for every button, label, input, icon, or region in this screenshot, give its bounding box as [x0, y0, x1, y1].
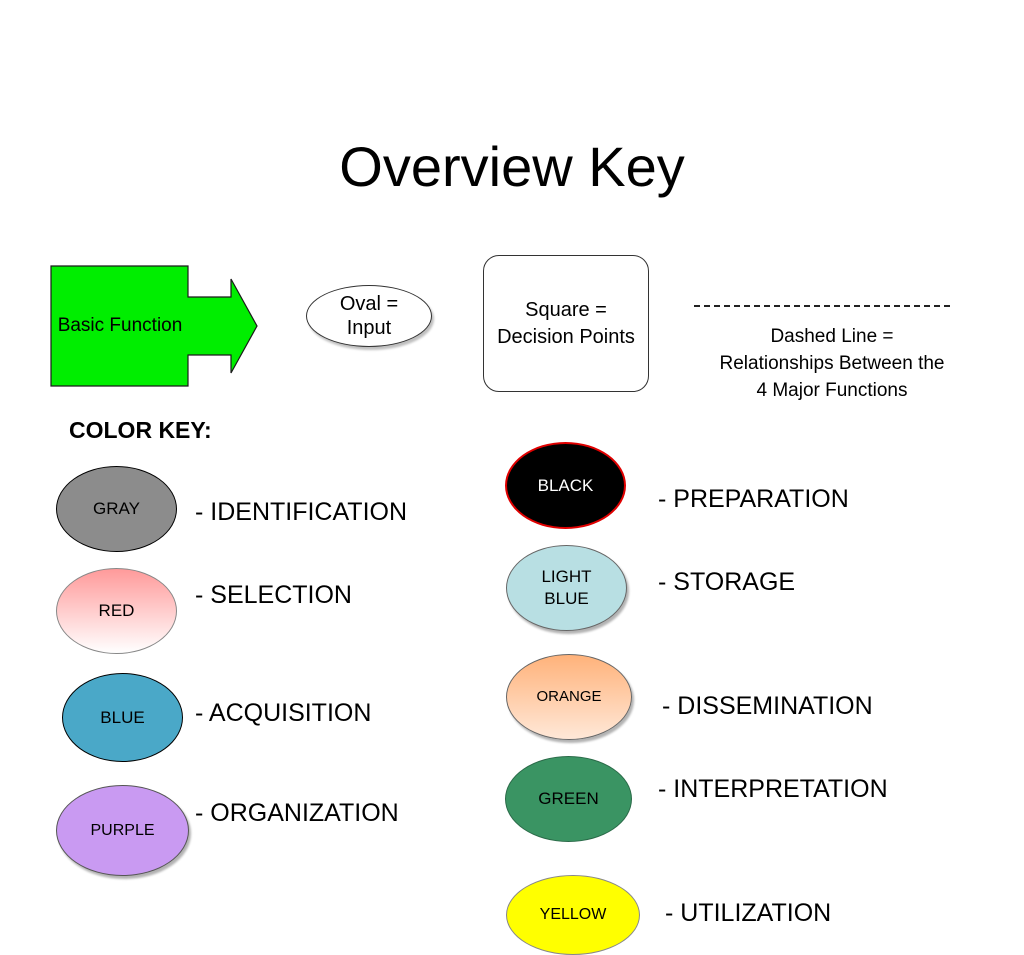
preparation-label: - PREPARATION	[658, 485, 849, 513]
dissemination-label: - DISSEMINATION	[662, 692, 873, 720]
arrow-shape-icon	[50, 265, 258, 387]
green-oval: GREEN	[505, 756, 632, 842]
interpretation-label: - INTERPRETATION	[658, 775, 888, 803]
dashed-line	[694, 305, 950, 307]
input-oval: Oval = Input	[306, 285, 432, 347]
identification-label: - IDENTIFICATION	[195, 498, 408, 526]
orange-oval: ORANGE	[506, 654, 632, 740]
green-oval-label: GREEN	[538, 789, 599, 808]
selection-label: - SELECTION	[195, 581, 352, 609]
yellow-oval: YELLOW	[506, 875, 640, 955]
organization-label: - ORGANIZATION	[195, 799, 399, 827]
light-blue-oval: LIGHT BLUE	[506, 545, 627, 631]
orange-oval-label: ORANGE	[536, 688, 602, 705]
red-oval-label: RED	[98, 601, 135, 620]
blue-oval: BLUE	[62, 673, 183, 762]
acquisition-label: - ACQUISITION	[195, 699, 372, 727]
decision-square-label: Square = Decision Points	[497, 298, 635, 348]
utilization-label: - UTILIZATION	[665, 899, 832, 927]
gray-oval: GRAY	[56, 466, 177, 552]
color-key-heading: COLOR KEY:	[69, 417, 212, 443]
dashed-line-label: Dashed Line = Relationships Between the …	[719, 326, 945, 401]
black-oval-label: BLACK	[537, 475, 594, 495]
light-blue-oval-label: LIGHT BLUE	[541, 567, 592, 608]
input-oval-label: Oval = Input	[339, 293, 399, 339]
basic-function-arrow: Basic Function	[50, 265, 258, 387]
decision-square: Square = Decision Points	[483, 255, 649, 392]
purple-oval-label: PURPLE	[90, 821, 155, 839]
basic-function-label: Basic Function	[57, 315, 183, 336]
black-oval: BLACK	[505, 442, 626, 529]
page-title: Overview Key	[339, 135, 685, 198]
blue-oval-label: BLUE	[100, 707, 145, 727]
red-oval: RED	[56, 568, 177, 654]
yellow-oval-label: YELLOW	[539, 906, 607, 923]
storage-label: - STORAGE	[658, 568, 796, 596]
purple-oval: PURPLE	[56, 785, 189, 876]
gray-oval-label: GRAY	[93, 499, 140, 518]
